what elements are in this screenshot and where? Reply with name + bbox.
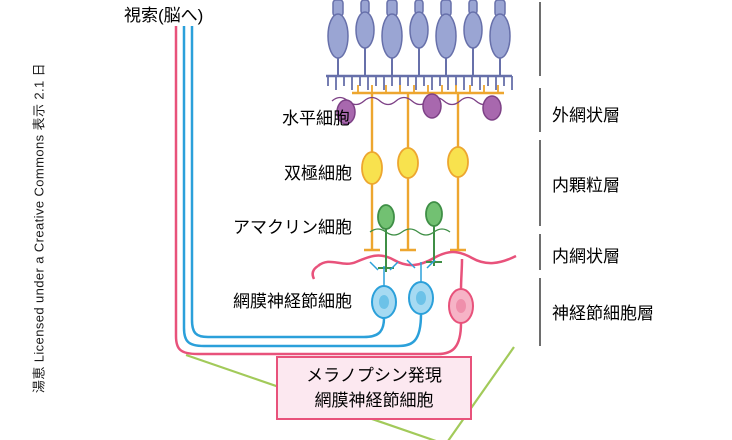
layer-label-inner-nuclear: 内顆粒層 <box>552 176 620 195</box>
ganglion-cells <box>369 259 436 319</box>
layer-label-outer-plexiform: 外網状層 <box>552 106 620 125</box>
callout-line2: 網膜神経節細胞 <box>314 391 434 410</box>
melanopsin-ganglion-cell <box>448 288 474 324</box>
layer-label-inner-plexiform: 内網状層 <box>552 247 620 266</box>
label-horizontal-cell: 水平細胞 <box>282 109 350 128</box>
axon-bundle <box>174 26 463 356</box>
label-ganglion-cell: 網膜神経節細胞 <box>233 292 352 311</box>
melanopsin-callout-box: メラノプシン発現 網膜神経節細胞 <box>276 356 472 420</box>
attribution-text: 湯恵 Licensed under a Creative Commons 表示 … <box>31 62 47 394</box>
photoreceptors <box>326 0 513 90</box>
label-amacrine-cell: アマクリン細胞 <box>233 218 352 237</box>
blue-axons <box>182 26 423 348</box>
bipolar-cells <box>361 146 469 185</box>
melanopsin-dendrites <box>311 250 517 291</box>
label-optic-tract: 視索(脳へ) <box>124 6 204 25</box>
label-bipolar-cell: 双極細胞 <box>284 164 352 183</box>
melanopsin-axon <box>174 26 463 356</box>
callout-line1: メラノプシン発現 <box>306 365 442 385</box>
bipolar-network <box>352 85 504 252</box>
horizontal-cells <box>331 93 502 125</box>
layer-label-ganglion-cell-layer: 神経節細胞層 <box>552 304 654 323</box>
amacrine-cells <box>369 201 451 272</box>
